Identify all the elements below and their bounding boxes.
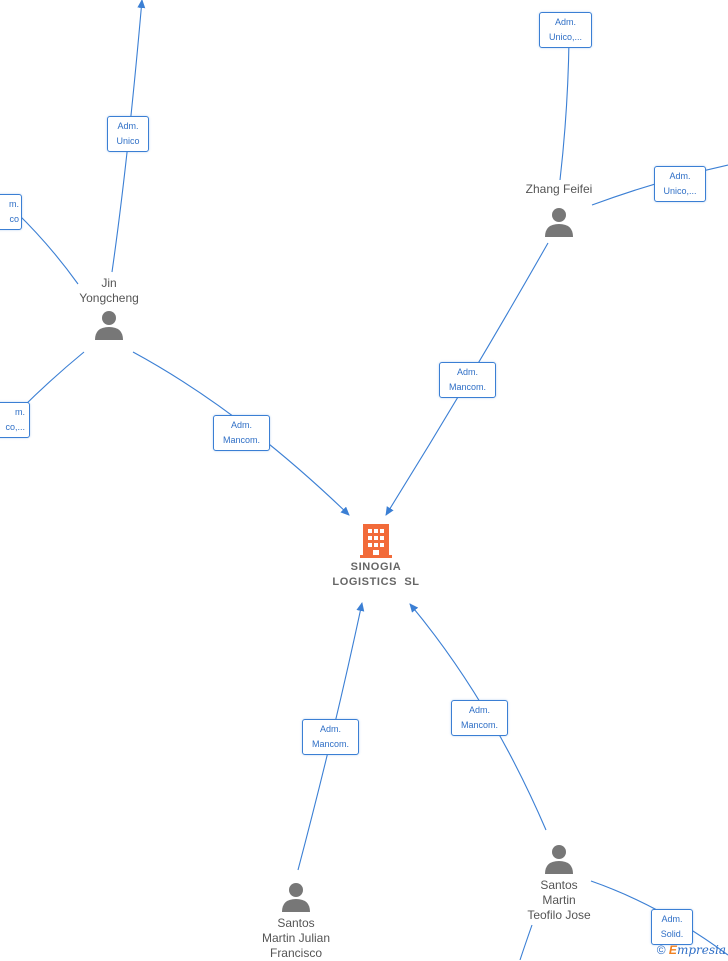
person-node-zhang[interactable]: Zhang Feifei xyxy=(504,182,614,237)
edge-line-jin-left-bottom xyxy=(19,351,85,411)
edge-line-jin-left-top xyxy=(15,211,79,285)
edge-label-zhang-right[interactable]: Adm.Unico,... xyxy=(654,166,706,202)
brand-rest: mpresia xyxy=(676,943,726,957)
person-node-jin[interactable]: Jin Yongcheng xyxy=(54,276,164,340)
company-node[interactable]: SINOGIA LOGISTICS SL xyxy=(318,522,434,590)
edge-label-zhang-top[interactable]: Adm.Unico,... xyxy=(539,12,592,48)
person-name-line: Yongcheng xyxy=(79,291,139,305)
person-name-line: Teofilo Jose xyxy=(527,908,591,922)
edge-label-zhang-company[interactable]: Adm.Mancom. xyxy=(439,362,496,398)
copyright-symbol: © xyxy=(656,943,666,957)
edge-label-julian-company[interactable]: Adm.Mancom. xyxy=(302,719,359,755)
person-icon xyxy=(545,208,573,237)
person-name-line: Martin Julian xyxy=(261,931,331,945)
edge-label-jin-top[interactable]: Adm.Unico xyxy=(107,116,149,152)
person-name-line: Santos xyxy=(277,916,315,930)
person-name-line: Martin xyxy=(542,893,576,907)
edge-label-teofilo-right[interactable]: Adm.Solid. xyxy=(651,909,693,945)
person-name-line: Francisco xyxy=(269,946,322,960)
brand-initial: E xyxy=(668,943,677,957)
person-icon xyxy=(95,311,123,340)
edge-label-jin-left-top[interactable]: m.co xyxy=(0,194,22,230)
edge-label-jin-company[interactable]: Adm.Mancom. xyxy=(213,415,270,451)
person-name-line: Zhang Feifei xyxy=(525,182,593,196)
company-name-line2: LOGISTICS SL xyxy=(332,576,420,588)
person-icon xyxy=(282,883,310,912)
edge-line-teofilo-bottom xyxy=(519,924,533,960)
edge-label-jin-left-bottom[interactable]: m.co,... xyxy=(0,402,30,438)
person-node-santos-teofilo[interactable]: Santos Martin Teofilo Jose xyxy=(504,844,614,923)
empresia-logo: © Empresia xyxy=(657,943,726,957)
edge-label-teofilo-company[interactable]: Adm.Mancom. xyxy=(451,700,508,736)
person-name-line: Jin xyxy=(101,276,117,290)
edge-line-zhang-top xyxy=(559,39,570,181)
person-name-line: Santos xyxy=(540,878,578,892)
person-node-santos-julian[interactable]: Santos Martin Julian Francisco xyxy=(236,882,356,961)
person-icon xyxy=(545,845,573,874)
building-icon xyxy=(360,524,392,558)
company-name-line1: SINOGIA xyxy=(350,561,402,573)
